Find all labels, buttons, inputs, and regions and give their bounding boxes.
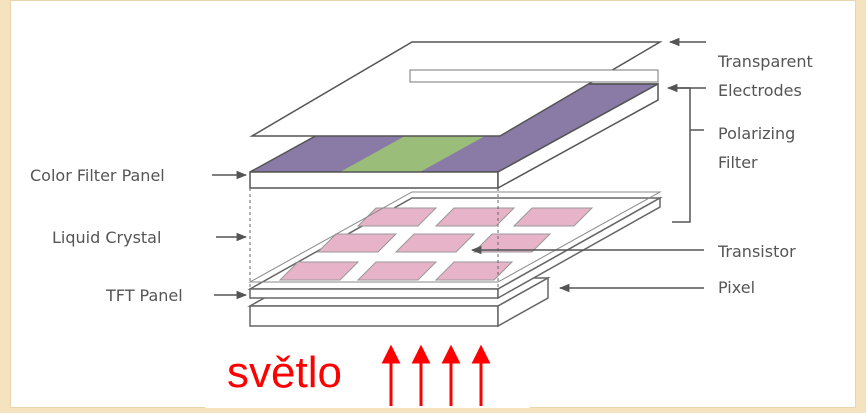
label-color-filter-panel: Color Filter Panel — [30, 166, 165, 185]
up-arrow-head-icon — [441, 344, 461, 364]
label-liquid-crystal: Liquid Crystal — [52, 228, 161, 247]
liquid-crystal-layer — [248, 191, 662, 283]
light-arrows — [381, 344, 491, 406]
up-arrow-head-icon — [471, 344, 491, 364]
label-polarizing: Polarizing — [718, 124, 795, 143]
electrode-strip — [409, 69, 659, 83]
up-arrow-head-icon — [381, 344, 401, 364]
label-filter: Filter — [718, 153, 758, 172]
label-transparent: Transparent — [717, 52, 813, 71]
label-tft-panel: TFT Panel — [105, 286, 183, 305]
right-arrows — [470, 37, 706, 293]
alignment-guides — [249, 188, 499, 289]
light-caption-text: světlo — [227, 348, 342, 397]
label-pixel: Pixel — [718, 278, 755, 297]
left-arrows — [212, 170, 248, 300]
top-polarizer-layer — [249, 41, 663, 137]
pixel-grid — [278, 207, 594, 281]
label-transistor: Transistor — [717, 242, 796, 261]
label-electrodes: Electrodes — [718, 81, 802, 100]
light-caption: světlo — [205, 338, 530, 408]
up-arrow-head-icon — [411, 344, 431, 364]
